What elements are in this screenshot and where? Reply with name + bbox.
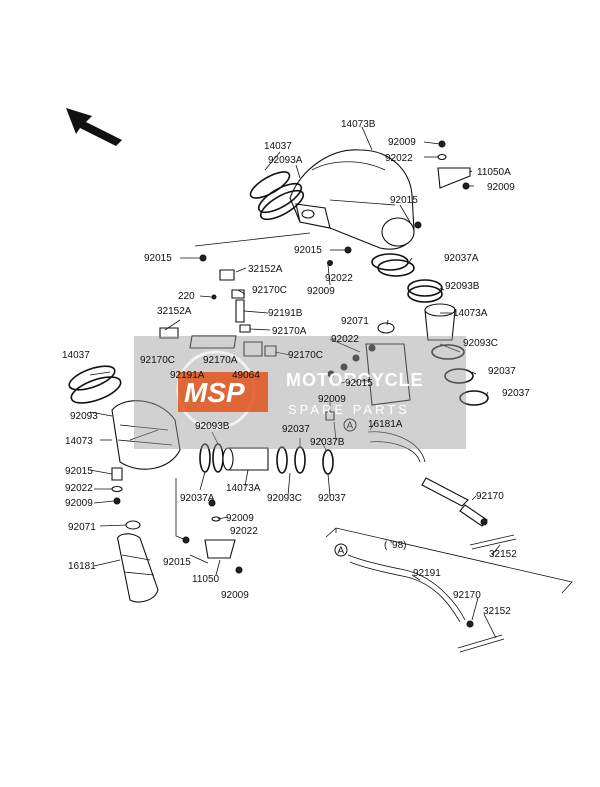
label-92170-inset: 92170 [453, 590, 481, 601]
label-92093: 92093 [70, 411, 98, 422]
bracket-11050 [182, 499, 243, 574]
label-92015-r2: 92015 [345, 378, 373, 389]
label-92170A-1: 92170A [272, 326, 307, 337]
label-92009-tr2: 92009 [487, 182, 515, 193]
label-92022-mid: 92022 [325, 273, 353, 284]
callout-a-1: A [343, 418, 357, 432]
label-92093B-r: 92093B [445, 281, 480, 292]
label-92022-b: 92022 [230, 526, 258, 537]
label-92015-b: 92015 [163, 557, 191, 568]
watermark-subtitle: SPARE PARTS [288, 402, 410, 417]
label-16181A: 16181A [368, 419, 403, 430]
label-92170C-2: 92170C [140, 355, 175, 366]
label-32152A-2: 32152A [157, 306, 192, 317]
label-92009-r3: 92009 [318, 394, 346, 405]
label-92071-mid: 92071 [341, 316, 369, 327]
watermark: MSP MOTORCYCLE SPARE PARTS [134, 336, 466, 449]
label-14037-left: 14037 [62, 350, 90, 361]
label-14073A-r: 14073A [453, 308, 488, 319]
tank-16181 [117, 533, 159, 603]
label-32152A-1: 32152A [248, 264, 283, 275]
label-220: 220 [178, 291, 195, 302]
label-92170A-2: 92170A [203, 355, 238, 366]
watermark-title: MOTORCYCLE [286, 370, 424, 390]
label-32152-r: 32152 [489, 549, 517, 560]
air-box-14073 [111, 400, 181, 470]
lower-duct-parts [199, 443, 334, 475]
bracket-top-right [414, 140, 471, 229]
label-92009-bb: 92009 [221, 590, 249, 601]
label-92022-low: 92022 [65, 483, 93, 494]
label-92037-mid: 92037 [282, 424, 310, 435]
leader-lines [89, 126, 501, 639]
label-92093C-low: 92093C [267, 493, 302, 504]
callout-a-2-text: A [338, 546, 345, 557]
label-49064: 49064 [232, 370, 260, 381]
label-11050: 11050 [192, 574, 220, 585]
label-92191B: 92191B [268, 308, 303, 319]
label-92037-low: 92037 [318, 493, 346, 504]
label-14073: 14073 [65, 436, 93, 447]
label-92009-mid: 92009 [307, 286, 335, 297]
label-92037-r: 92037 [488, 366, 516, 377]
label-92037A-low: 92037A [180, 493, 215, 504]
label-92170C-1: 92170C [252, 285, 287, 296]
label-92037B: 92037B [310, 437, 345, 448]
callout-a-2: A [334, 543, 348, 557]
air-duct-upper [289, 149, 415, 250]
label-92071-low: 92071 [68, 522, 96, 533]
label-16181: 16181 [68, 561, 96, 572]
label-92093B-l: 92093B [195, 421, 230, 432]
label-92015-r: 92015 [390, 195, 418, 206]
lower-left-hardware [111, 467, 141, 530]
part-labels: 14073B 14037 92093A 92009 92022 11050A 9… [62, 119, 530, 617]
right-duct-parts [371, 253, 489, 406]
label-92037A-r: 92037A [444, 253, 479, 264]
label-92015-low: 92015 [65, 466, 93, 477]
label-14037-top: 14037 [264, 141, 292, 152]
label-92015-mid: 92015 [294, 245, 322, 256]
label-92170C-3: 92170C [288, 350, 323, 361]
front-direction-arrow-icon [66, 108, 122, 146]
label-inset-note: ( '98) [384, 540, 406, 551]
filter-element-left [68, 365, 122, 404]
label-92093C-r: 92093C [463, 338, 498, 349]
callout-a-1-text: A [347, 421, 354, 432]
label-14073B: 14073B [341, 119, 376, 130]
watermark-logo: MSP [184, 377, 245, 408]
label-92191A: 92191A [170, 370, 205, 381]
label-11050A: 11050A [477, 167, 511, 178]
hose-16181A [367, 431, 517, 550]
label-32152-inset: 32152 [483, 606, 511, 617]
label-92093A: 92093A [268, 155, 303, 166]
inset-98 [325, 527, 573, 653]
label-92170-r: 92170 [476, 491, 504, 502]
label-92037-r2: 92037 [502, 388, 530, 399]
label-92022-r2: 92022 [331, 334, 359, 345]
filter-element-top [249, 171, 305, 221]
label-92191-inset: 92191 [413, 568, 441, 579]
breather-tank [325, 343, 411, 421]
label-14073A-low: 14073A [226, 483, 261, 494]
label-92022-tr: 92022 [385, 153, 413, 164]
label-92015-l: 92015 [144, 253, 172, 264]
label-92009-b: 92009 [226, 513, 254, 524]
label-92009-low: 92009 [65, 498, 93, 509]
label-92009-tr: 92009 [388, 137, 416, 148]
